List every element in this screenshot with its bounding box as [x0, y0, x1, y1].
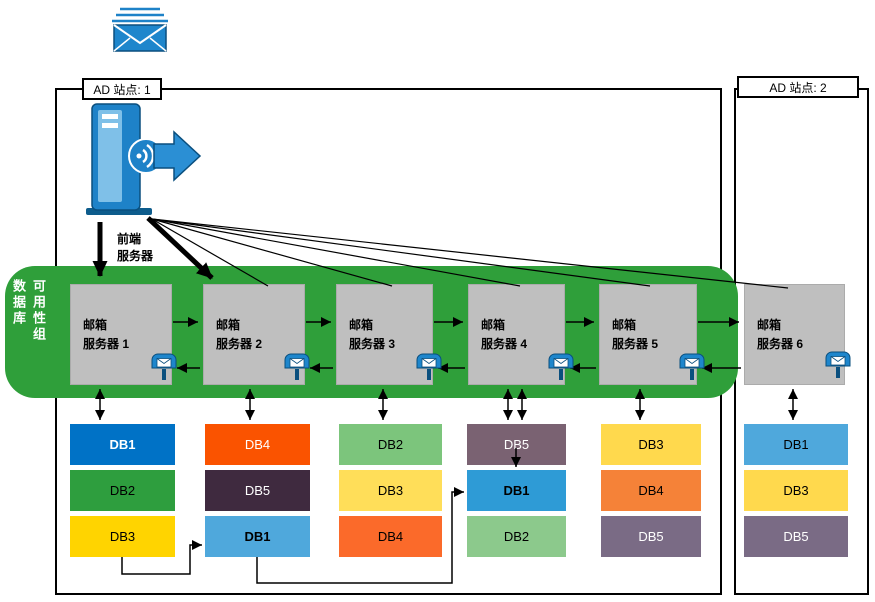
db-cell-s4-db1: DB1 [467, 470, 566, 511]
db-cell-s2-db4: DB4 [205, 424, 310, 465]
dag-band-label-col2: 可用性组 [31, 279, 46, 343]
mailbox-server-3-line2: 服务器 3 [349, 336, 396, 351]
frontend-server-label-line1: 前端 [117, 232, 142, 246]
db-cell-s1-db2: DB2 [70, 470, 175, 511]
frontend-server-label: 前端 服务器 [117, 231, 153, 266]
db-cell-s4-db2: DB2 [467, 516, 566, 557]
db-cell-s5-db4: DB4 [601, 470, 701, 511]
mailbox-server-2-line1: 邮箱 [216, 317, 241, 332]
mail-transport-icon-6 [822, 348, 854, 380]
db-cell-s6-db3: DB3 [744, 470, 848, 511]
mailbox-server-5: 邮箱 服务器 5 [599, 284, 697, 385]
mailbox-server-2-line2: 服务器 2 [216, 336, 263, 351]
mail-envelope-icon [112, 7, 168, 52]
ad-site-1-label-text: AD 站点: 1 [93, 82, 151, 97]
db-cell-s3-db4: DB4 [339, 516, 442, 557]
frontend-server-label-line2: 服务器 [117, 249, 154, 264]
db-cell-s6-db5: DB5 [744, 516, 848, 557]
ad-site-2-label: AD 站点: 2 [737, 76, 859, 98]
mailbox-server-5-line2: 服务器 5 [612, 336, 659, 351]
mailbox-server-3-line1: 邮箱 [349, 317, 374, 332]
mailbox-server-4-line1: 邮箱 [481, 317, 506, 332]
db-cell-s2-db1: DB1 [205, 516, 310, 557]
mailbox-server-1-line2: 服务器 1 [83, 336, 130, 351]
db-cell-s6-db1: DB1 [744, 424, 848, 465]
mail-transport-icon-1 [148, 350, 180, 382]
mailbox-server-6-line2: 服务器 6 [757, 336, 804, 351]
mail-transport-icon-5 [676, 350, 708, 382]
mail-transport-icon-3 [413, 350, 445, 382]
mailbox-server-6-line1: 邮箱 [757, 317, 782, 332]
db-cell-s5-db3: DB3 [601, 424, 701, 465]
mailbox-server-5-line1: 邮箱 [612, 317, 637, 332]
db-cell-s1-db3: DB3 [70, 516, 175, 557]
mail-transport-icon-4 [545, 350, 577, 382]
frontend-server-icon [86, 103, 202, 215]
mailbox-server-4-line2: 服务器 4 [481, 336, 528, 351]
db-cell-s4-db5: DB5 [467, 424, 566, 465]
dag-band-label-col1: 数据库 [11, 279, 26, 327]
mailbox-server-6: 邮箱 服务器 6 [744, 284, 845, 385]
dag-band-label: 数据库 可用性组 [9, 279, 48, 395]
mailbox-server-1-line1: 邮箱 [83, 317, 108, 332]
ad-site-2-label-text: AD 站点: 2 [769, 80, 827, 95]
db-cell-s3-db2: DB2 [339, 424, 442, 465]
db-cell-s5-db5: DB5 [601, 516, 701, 557]
db-cell-s2-db5: DB5 [205, 470, 310, 511]
mailbox-server-2: 邮箱 服务器 2 [203, 284, 305, 385]
db-cell-s1-db1: DB1 [70, 424, 175, 465]
mail-transport-icon-2 [281, 350, 313, 382]
ad-site-1-label: AD 站点: 1 [82, 78, 162, 100]
db-cell-s3-db3: DB3 [339, 470, 442, 511]
